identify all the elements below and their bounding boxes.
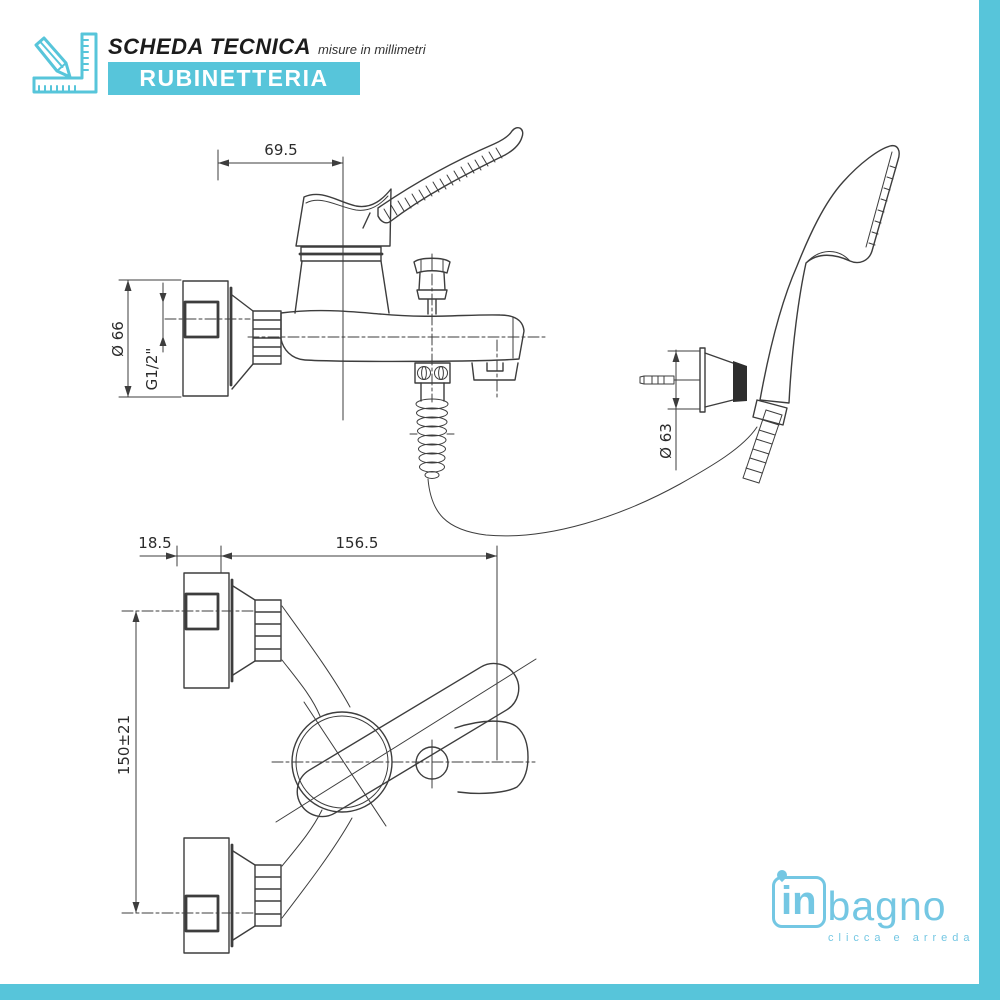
logo-prefix: in [781,879,817,923]
dim-label-wall-to-handle: 69.5 [264,141,297,159]
page-title: SCHEDA TECNICA [108,34,311,59]
header: SCHEDA TECNICA misure in millimetri [108,34,426,60]
brand-logo: in bagno clicca e arreda [772,867,975,944]
logo-in-box: in [772,867,826,928]
category-badge-label: RUBINETTERIA [139,65,329,91]
logo-tagline: clicca e arreda [828,932,975,944]
dim-label-reach: 156.5 [336,534,379,552]
dim-label-mount-distance: 150±21 [115,715,133,775]
dim-label-flange-diameter: Ø 66 [109,321,127,357]
ruler-pencil-icon [32,32,98,94]
category-badge: RUBINETTERIA [108,62,360,95]
logo-suffix: bagno [827,883,947,929]
dim-label-thread: G1/2" [143,348,161,391]
dim-label-wall-offset: 18.5 [138,534,171,552]
page-border-right [979,0,1000,1000]
front-view-drawing: 18.5 156.5 150±21 [115,534,537,954]
page-subtitle: misure in millimetri [317,42,426,57]
side-view-drawing: 69.5 Ø 66 G1/2" [109,127,900,537]
page-border-bottom [0,984,1000,1000]
dim-label-bracket-diameter: Ø 63 [657,423,675,459]
